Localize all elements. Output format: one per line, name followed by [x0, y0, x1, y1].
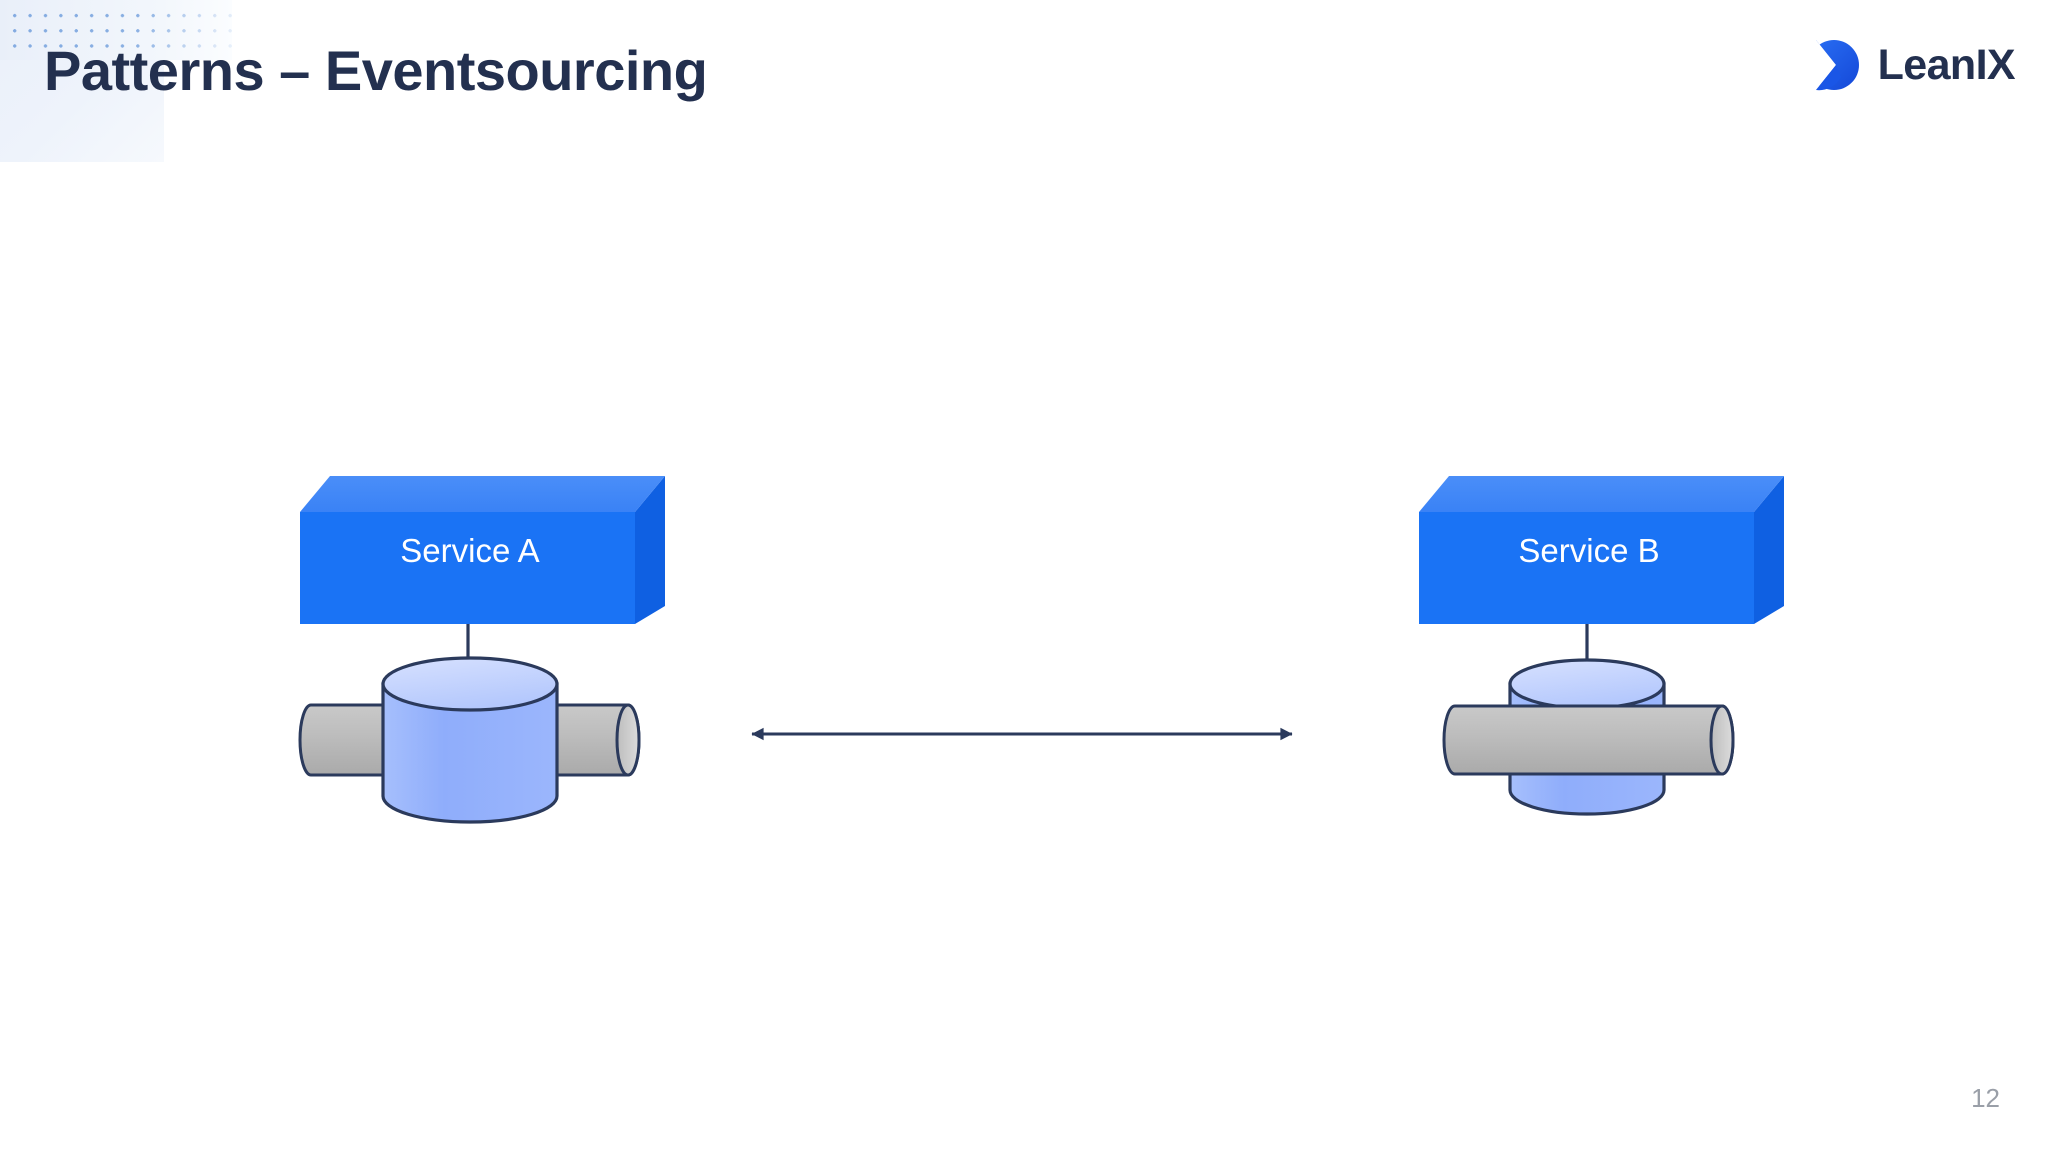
service-a-cube[interactable] — [300, 476, 665, 624]
database-a-cylinder[interactable] — [381, 656, 559, 824]
dot-grid-pattern-icon — [7, 8, 237, 58]
event-bus-b-pipe[interactable] — [1442, 704, 1735, 776]
leanix-logo-icon — [1793, 36, 1860, 94]
brand-logo: LeanIX — [1793, 36, 2016, 94]
service-b-face: Service B — [1419, 514, 1759, 588]
brand-name: LeanIX — [1877, 40, 2016, 89]
service-b-cube[interactable] — [1419, 476, 1784, 624]
service-a-box[interactable]: Service A — [300, 476, 670, 588]
page-number: 12 — [1971, 1083, 2000, 1113]
event-bus-a-pipe[interactable] — [298, 703, 641, 777]
service-b-label: Service B — [1518, 531, 1660, 569]
service-a-label: Service A — [400, 531, 540, 569]
service-b-box[interactable]: Service B — [1419, 476, 1789, 588]
page-title: Patterns – Eventsourcing — [44, 39, 708, 102]
service-a-face: Service A — [300, 514, 640, 588]
